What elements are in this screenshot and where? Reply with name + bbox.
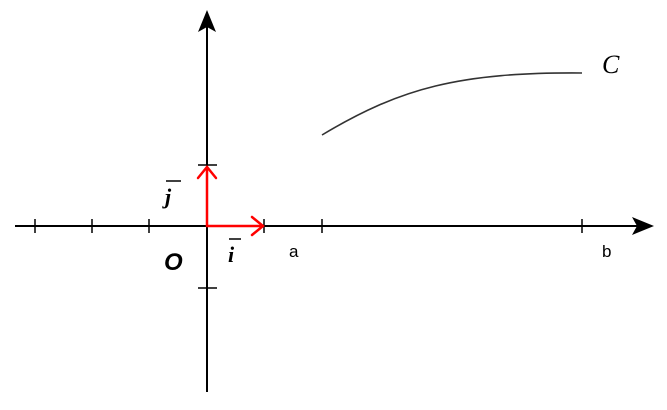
vector-j-label: j xyxy=(162,180,181,209)
vector-i-label: i xyxy=(228,238,241,267)
point-b-label: b xyxy=(602,242,611,261)
curve-c-label: C xyxy=(602,50,620,79)
origin-label: O xyxy=(164,249,183,276)
x-axis-ticks xyxy=(34,219,583,233)
basis-vector-i xyxy=(205,215,265,237)
svg-text:i: i xyxy=(228,242,235,267)
y-axis-arrowhead xyxy=(198,10,216,32)
x-axis-arrowhead xyxy=(632,217,654,235)
y-axis-ticks xyxy=(198,164,217,289)
point-a-label: a xyxy=(289,242,299,261)
curve-c xyxy=(321,72,583,136)
svg-text:j: j xyxy=(162,184,172,209)
basis-vector-j xyxy=(196,165,218,228)
